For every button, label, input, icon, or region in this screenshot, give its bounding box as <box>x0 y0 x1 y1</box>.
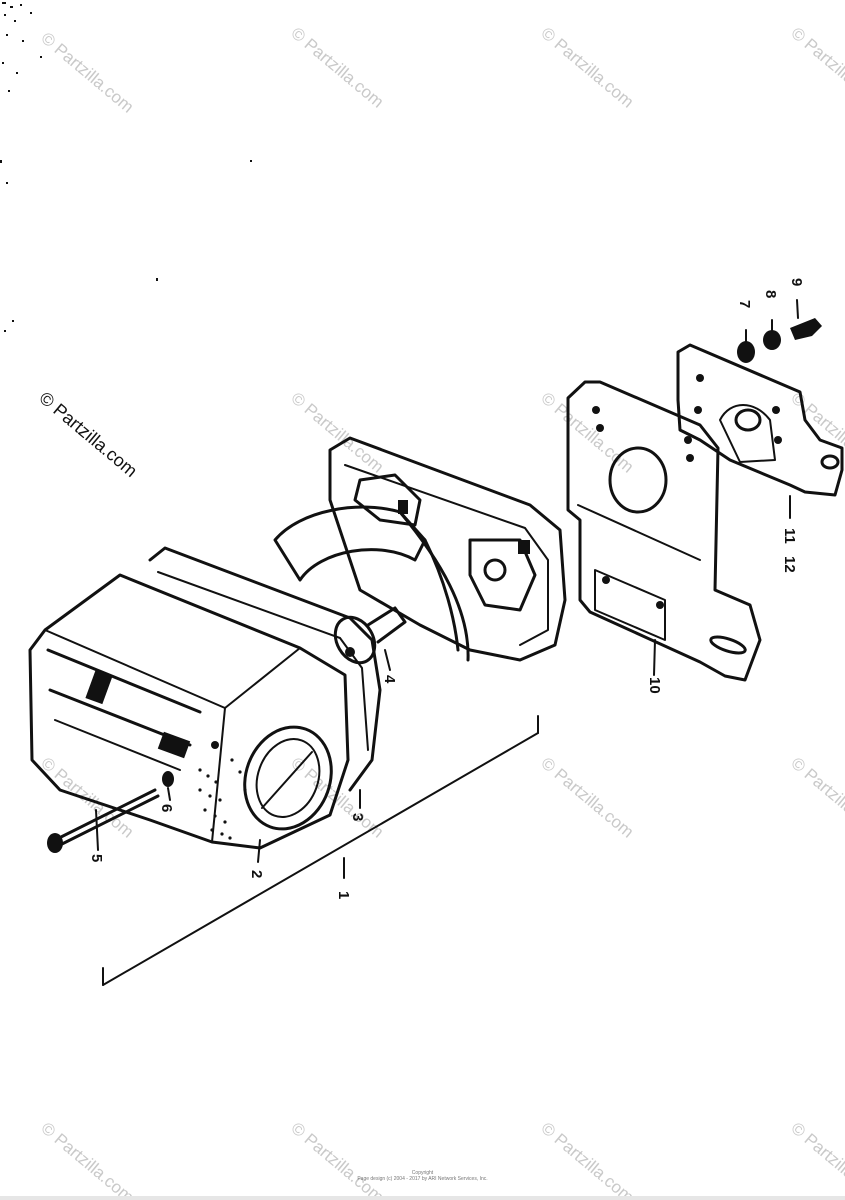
callout-10: 10 <box>646 677 663 694</box>
leader-lines <box>95 299 799 986</box>
callout-7: 7 <box>736 300 753 308</box>
watermark: © Partzilla.com <box>787 754 845 842</box>
watermark: © Partzilla.com <box>37 1119 137 1200</box>
callout-11: 11 <box>781 528 798 544</box>
watermark: © Partzilla.com <box>287 24 387 112</box>
bottom-rule <box>0 1196 845 1200</box>
callout-2: 2 <box>248 870 265 878</box>
watermark-dark: © Partzilla.com <box>35 388 141 481</box>
mounting-plate <box>566 380 762 682</box>
screw-and-washer <box>47 771 174 853</box>
callouts: 1 2 3 4 5 6 7 8 9 10 11 12 <box>88 278 805 899</box>
watermark: © Partzilla.com <box>537 389 637 477</box>
callout-8: 8 <box>762 290 779 298</box>
watermark: © Partzilla.com <box>537 1119 637 1200</box>
watermark: © Partzilla.com <box>287 389 387 477</box>
callout-5: 5 <box>88 854 105 862</box>
copyright-line: Copyright <box>411 1170 434 1176</box>
watermark: © Partzilla.com <box>787 24 845 112</box>
hardware-nuts-bolt <box>737 318 822 363</box>
callout-3: 3 <box>349 813 366 821</box>
rear-bracket <box>676 343 844 497</box>
lamp-base <box>328 436 567 662</box>
callout-1: 1 <box>335 891 352 899</box>
callout-12: 12 <box>781 556 798 573</box>
watermark: © Partzilla.com <box>287 1119 387 1200</box>
callout-6: 6 <box>158 804 175 812</box>
watermark: © Partzilla.com <box>537 24 637 112</box>
watermark: © Partzilla.com <box>37 29 137 117</box>
watermark-layer: © Partzilla.com © Partzilla.com © Partzi… <box>35 24 845 1200</box>
callout-9: 9 <box>788 278 805 286</box>
scan-noise <box>0 2 252 332</box>
watermark: © Partzilla.com <box>787 1119 845 1200</box>
copyright-detail: Page design (c) 2004 - 2017 by ARI Netwo… <box>357 1176 488 1182</box>
callout-4: 4 <box>381 675 398 684</box>
watermark: © Partzilla.com <box>537 754 637 842</box>
bulb <box>333 606 407 665</box>
socket-shell <box>273 505 470 662</box>
